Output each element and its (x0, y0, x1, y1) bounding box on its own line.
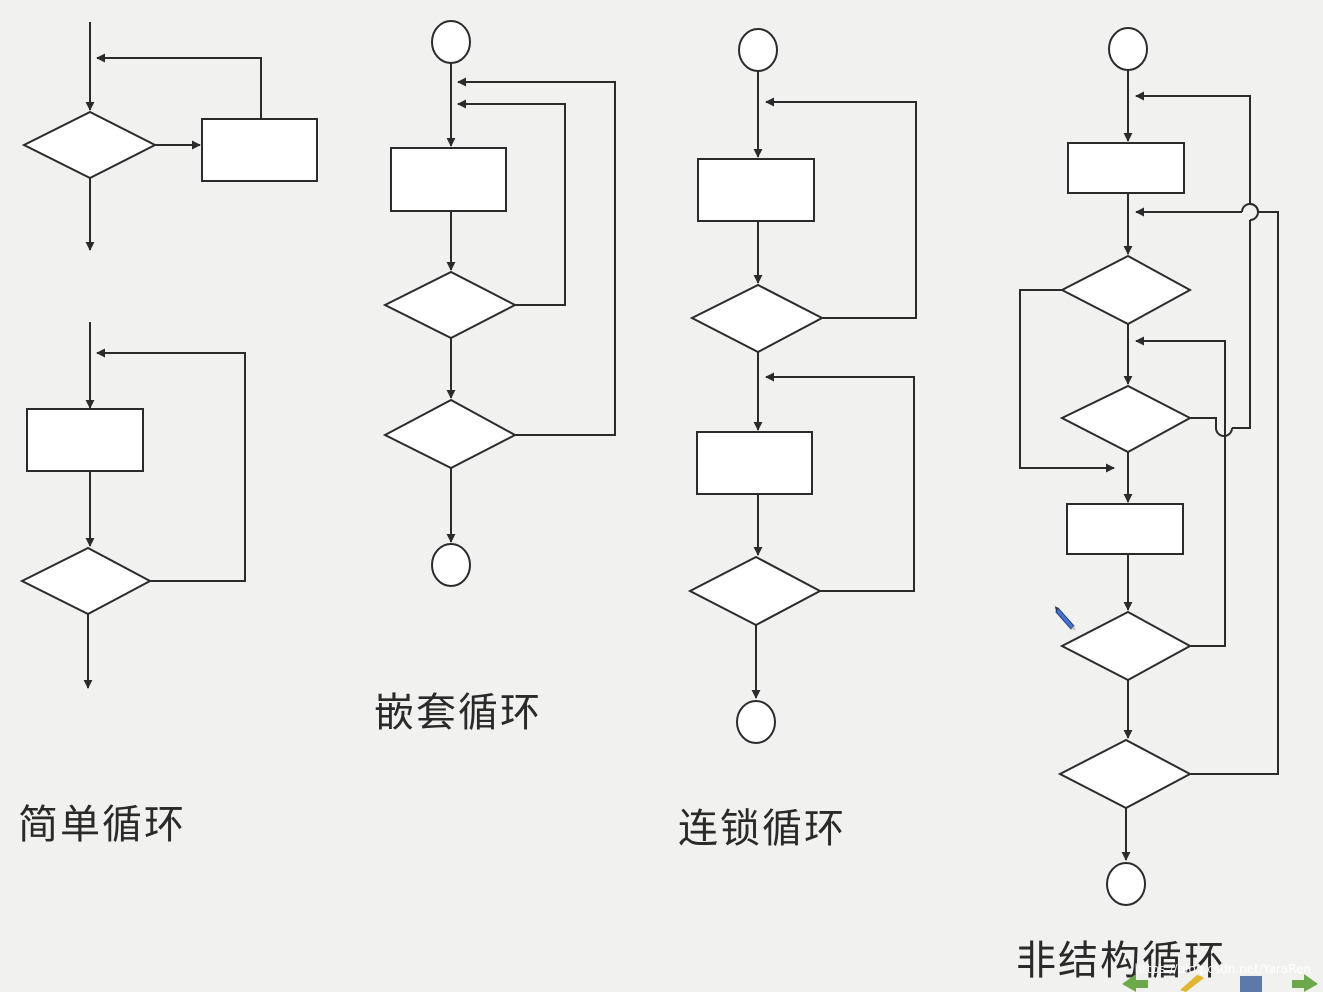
unstructured-decision-2 (1059, 384, 1193, 454)
caption-nested-loop: 嵌套循环 (374, 690, 542, 736)
simple-loop-until (19, 322, 246, 689)
unstructured-decision-4 (1057, 738, 1193, 810)
nested-end-terminal (431, 543, 471, 587)
pen-cursor-icon (1055, 606, 1076, 631)
chained-end-terminal (736, 700, 776, 744)
chained-decision-1 (689, 283, 825, 354)
nested-start-terminal (431, 20, 471, 64)
caption-unstructured-loop: 非结构循环 (1016, 938, 1226, 984)
chained-loop (687, 28, 917, 744)
presentation-nav-icons (1122, 974, 1318, 992)
unstructured-end-terminal (1106, 862, 1146, 906)
chained-decision-2 (687, 555, 823, 627)
unstructured-start-terminal (1108, 27, 1148, 71)
forward-arrow-icon[interactable] (1292, 974, 1318, 992)
unstructured-loop (1019, 27, 1279, 906)
unstructured-decision-3 (1059, 610, 1193, 682)
chained-body-1 (697, 158, 815, 222)
unstructured-decision-1 (1059, 254, 1193, 326)
nested-body (390, 147, 507, 212)
caption-simple-loop: 简单循环 (18, 802, 186, 848)
nested-loop (382, 20, 616, 587)
nested-outer-decision (382, 398, 518, 470)
caption-chained-loop: 连锁循环 (678, 806, 846, 852)
simple-while-decision (21, 110, 158, 180)
chained-start-terminal (738, 28, 778, 72)
chained-body-2 (696, 431, 813, 495)
simple-while-body (201, 118, 318, 182)
simple-until-body (26, 408, 144, 472)
unstructured-body-1 (1067, 142, 1185, 194)
simple-loop-while (21, 22, 318, 251)
simple-until-decision (19, 546, 153, 616)
edit-pencil-icon[interactable] (1180, 974, 1204, 992)
nested-inner-decision (382, 270, 518, 340)
screen-icon[interactable] (1240, 976, 1262, 992)
unstructured-body-2 (1066, 503, 1184, 555)
watermark: https://blog.csdn.net/YaraRen (1134, 962, 1311, 976)
back-arrow-icon[interactable] (1122, 974, 1148, 992)
